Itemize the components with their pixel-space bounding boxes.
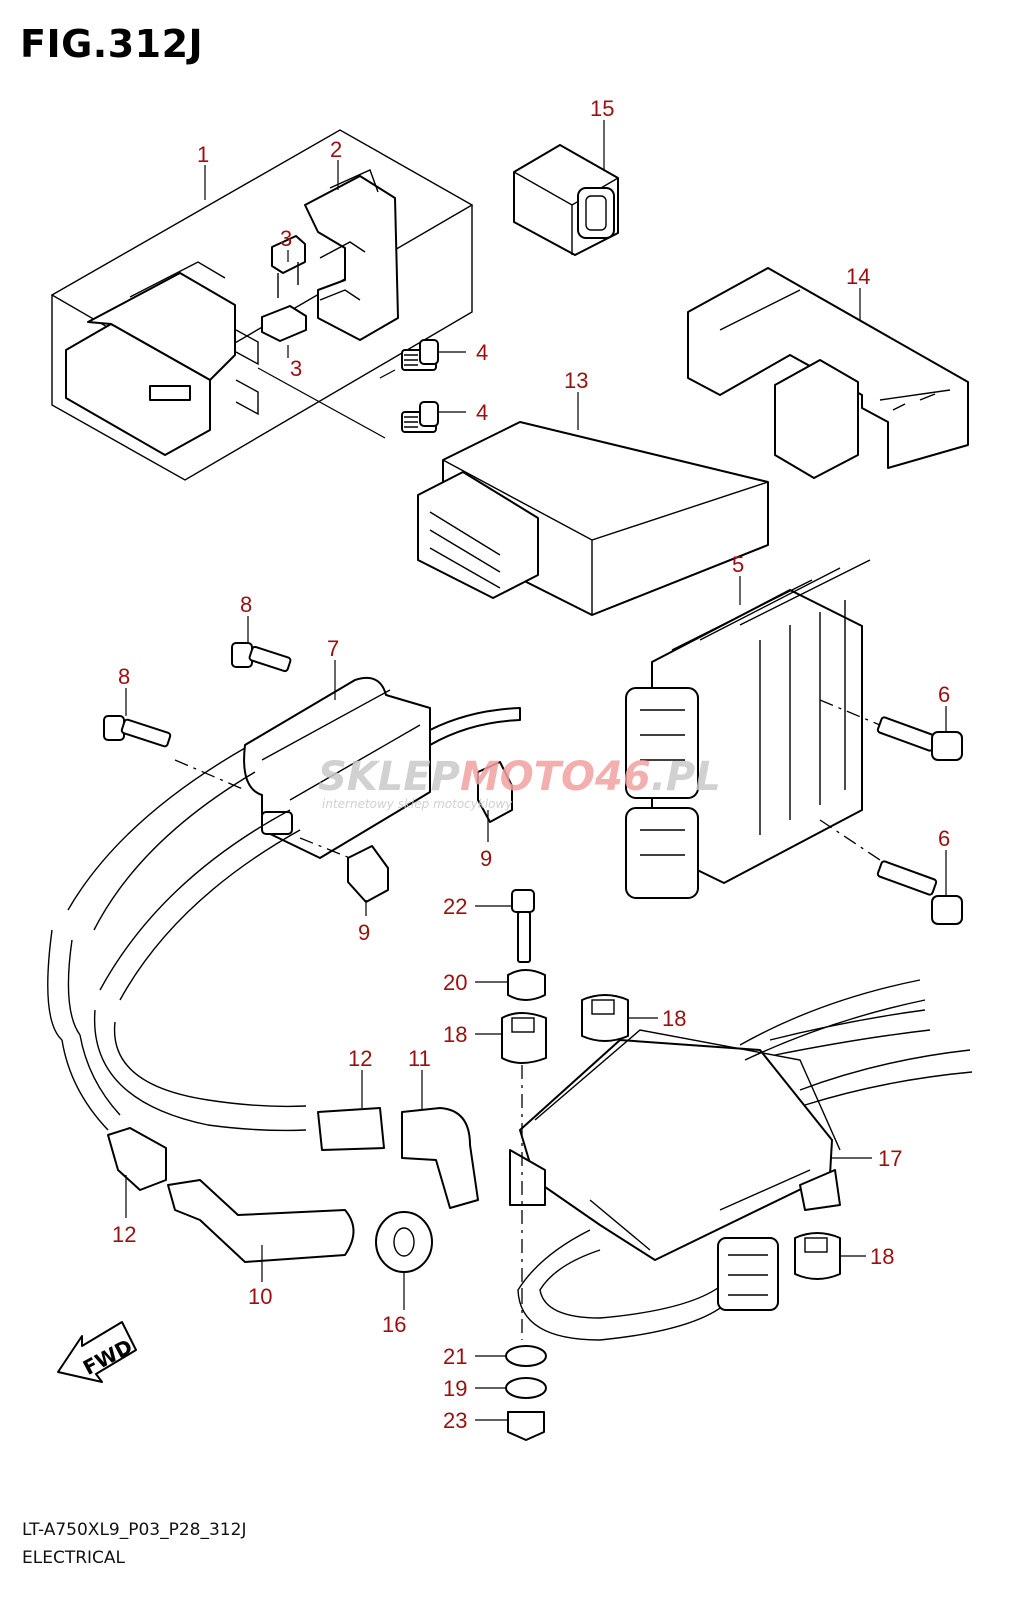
section-name: ELECTRICAL (22, 1548, 126, 1568)
part-18-grommet-right (794, 1232, 841, 1280)
callout-14: 14 (846, 264, 870, 289)
callout-9-right: 9 (480, 846, 492, 871)
part-5-regulator-rectifier (625, 559, 871, 899)
part-7-ignition-coil (243, 676, 521, 859)
callout-1: 1 (197, 142, 209, 167)
part-21-washer (505, 1345, 547, 1367)
callout-8-lower: 8 (118, 664, 130, 689)
part-20-collar (507, 969, 546, 1001)
callout-13: 13 (564, 368, 588, 393)
callout-7: 7 (327, 636, 339, 661)
watermark-brand-part2: MOTO (460, 754, 595, 800)
watermark: SKLEPMOTO46.PL internetowy sklep motocyk… (318, 754, 721, 811)
part-2-relay-cover (304, 169, 399, 341)
callout-4-lower: 4 (476, 400, 488, 425)
leader-lines (125, 120, 947, 1421)
callout-21: 21 (443, 1344, 467, 1369)
part-18-grommet-top (581, 994, 629, 1042)
part-9-grommet-lower (347, 845, 389, 903)
callout-20: 20 (443, 970, 467, 995)
part-1-starter-relay (65, 261, 259, 456)
part-22-bolt (511, 889, 535, 963)
part-19-washer (505, 1377, 547, 1399)
callout-22: 22 (443, 894, 467, 919)
callout-4-upper: 4 (476, 340, 488, 365)
figure-title: FIG.312J (20, 22, 204, 66)
part-12-boot-upper (317, 1107, 385, 1151)
callout-19: 19 (443, 1376, 467, 1401)
part-16-grommet (375, 1211, 433, 1273)
part-6-bolt-lower (876, 860, 963, 925)
callout-15: 15 (590, 96, 614, 121)
part-17-control-unit (509, 1029, 841, 1261)
part-13-ecm-unit (417, 421, 769, 616)
watermark-tagline: internetowy sklep motocyklowy (322, 797, 513, 811)
part-23-nut (507, 1411, 545, 1441)
part-11-plug-cap-upper (401, 1107, 479, 1209)
part-12-boot-lower (107, 1127, 167, 1191)
part-18-grommet-left (501, 1012, 547, 1064)
callout-6-upper: 6 (938, 682, 950, 707)
part-3-fuse-lower (261, 305, 307, 342)
callout-11: 11 (408, 1046, 431, 1071)
callout-18-right: 18 (870, 1244, 894, 1269)
part-15-coupler (513, 144, 619, 256)
callout-16: 16 (382, 1312, 406, 1337)
watermark-brand-part3: 46 (594, 754, 651, 800)
watermark-brand: SKLEPMOTO46.PL (318, 754, 721, 800)
callout-12-lower: 12 (112, 1222, 136, 1247)
callout-12-upper: 12 (348, 1046, 372, 1071)
part-6-bolt-upper (876, 716, 963, 761)
part-8-bolt-lower (103, 715, 172, 748)
part-9-grommet-upper (477, 761, 513, 823)
callout-5: 5 (732, 552, 744, 577)
callout-numbers: 1 2 3 3 4 4 15 14 13 5 6 6 7 8 8 9 9 22 … (112, 96, 950, 1433)
watermark-brand-part1: SKLEP (318, 754, 460, 800)
callout-9-left: 9 (358, 920, 370, 945)
part-4-bolt-upper (401, 339, 439, 371)
part-17-harness (517, 979, 973, 1341)
part-8-bolt-upper (231, 642, 292, 673)
callout-3-lower: 3 (290, 356, 302, 381)
callout-2: 2 (330, 137, 342, 162)
fwd-arrow: FWD (57, 1321, 137, 1383)
callout-10: 10 (248, 1284, 272, 1309)
watermark-brand-suffix: .PL (651, 754, 721, 800)
callout-6-lower: 6 (938, 826, 950, 851)
part-4-bolt-lower (401, 401, 439, 433)
model-code: LT-A750XL9_P03_P28_312J (22, 1520, 247, 1540)
callout-18-left: 18 (443, 1022, 467, 1047)
ignition-leads (47, 747, 307, 1132)
part-10-plug-cap-lower (167, 1179, 355, 1263)
callout-18-top: 18 (662, 1006, 686, 1031)
callout-23: 23 (443, 1408, 467, 1433)
callout-3-upper: 3 (280, 226, 292, 251)
part-14-ecm-bracket (687, 267, 969, 479)
callout-17: 17 (878, 1146, 902, 1171)
callout-8-upper: 8 (240, 592, 252, 617)
